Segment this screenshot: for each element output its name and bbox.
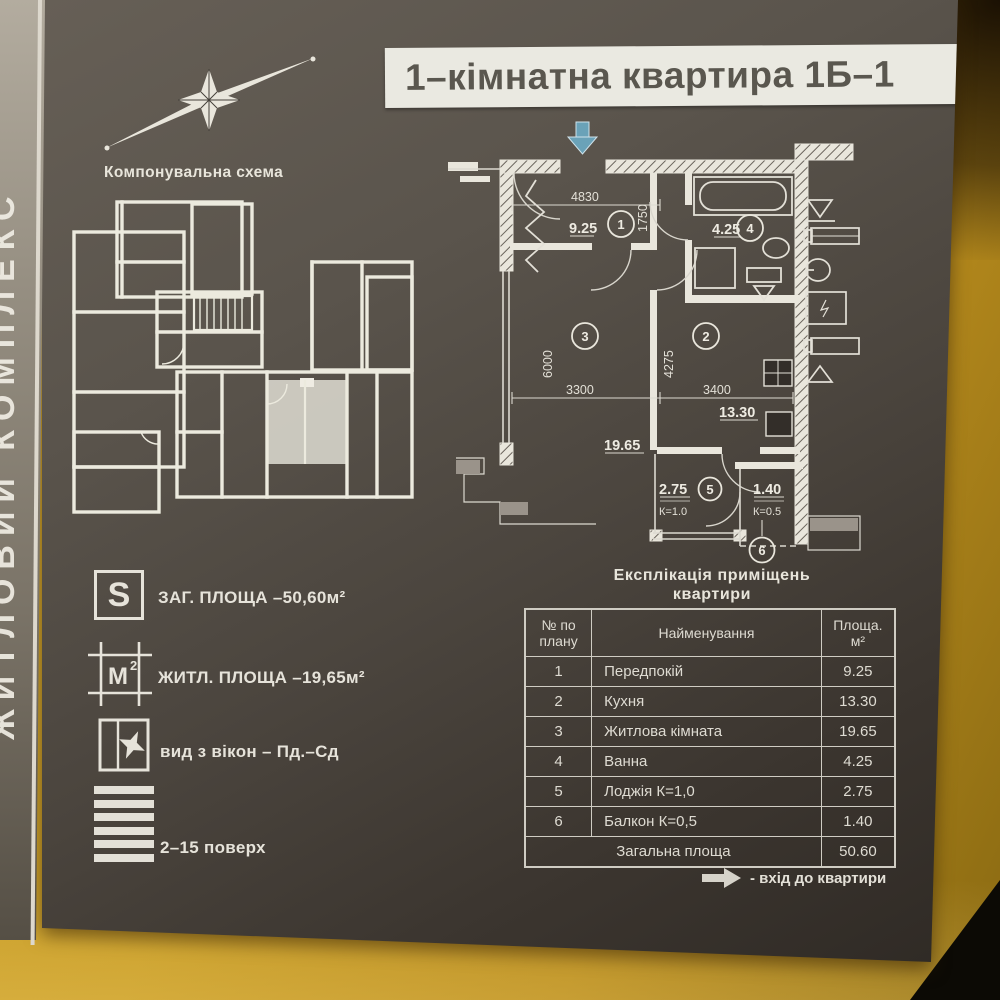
room6-number: 6 [758,543,765,558]
plan-walls [499,143,854,545]
side-panel-text: ЖИТЛОВИЙ КОМПЛЕКС [0,187,22,740]
living-area-label: ЖИТЛ. ПЛОЩА –19,65м² [158,668,365,687]
svg-text:М: М [108,663,128,690]
dim-3300: 3300 [566,383,594,397]
coef-room6: К=0.5 [753,506,781,518]
area-room1: 9.25 [569,221,597,237]
apartment-title: 1–кімнатна квартира 1Б–1 [404,53,895,98]
entrance-arrow-icon [566,121,599,155]
compass-rose-icon [104,56,316,151]
title-banner: 1–кімнатна квартира 1Б–1 [384,43,958,109]
coef-room5: К=1.0 [659,506,687,518]
header-area: Площа.м² [820,608,896,657]
floorplan-poster: Компонувальна схема [42,0,958,962]
window-view-label: вид з вікон – Пд.–Сд [160,742,339,761]
floors-label: 2–15 поверх [160,838,266,857]
room4-number: 4 [746,221,754,236]
explication-title: Експлікація приміщень квартири [613,567,811,603]
room1-number: 1 [617,217,624,232]
total-area-label: ЗАГ. ПЛОЩА –50,60м² [158,588,346,607]
zigzag-symbol [524,179,546,273]
dim-1750: 1750 [636,204,650,232]
kitchen-appliances [763,359,793,437]
area-room4: 4.25 [712,222,740,238]
area-room5: 2.75 [659,482,687,498]
living-area-icon: М 2 [88,642,152,706]
schema-title: Компонувальна схема [104,164,284,181]
area-room2: 13.30 [719,405,755,421]
apartment-plan: 4830 1750 6000 3300 4275 3400 9.25 4.25 … [448,121,861,564]
room-number-circles [571,210,776,564]
room5-number: 5 [706,482,713,497]
entrance-note: - вхід до квартири [700,866,886,890]
area-room6: 1.40 [753,482,781,498]
dim-4830: 4830 [571,190,599,204]
room2-number: 2 [702,329,709,344]
dim-6000: 6000 [541,350,555,378]
total-area-icon: S [94,570,144,620]
building-schema [72,200,414,514]
floors-icon [94,786,154,867]
dim-3400: 3400 [703,383,731,397]
window-view-icon [98,718,150,772]
dimension-lines [511,199,794,536]
area-room3: 19.65 [604,438,640,454]
svg-text:2: 2 [130,658,137,673]
highlighted-apartment [267,380,347,464]
header-name: Найменування [591,608,822,657]
entrance-note-arrow-icon [702,868,741,888]
dim-4275: 4275 [662,350,676,378]
riser-symbols [803,199,860,383]
room3-number: 3 [581,329,588,344]
bathroom-fixtures [693,176,793,302]
table-footer-row: Загальна площа 50.60 [524,836,896,868]
